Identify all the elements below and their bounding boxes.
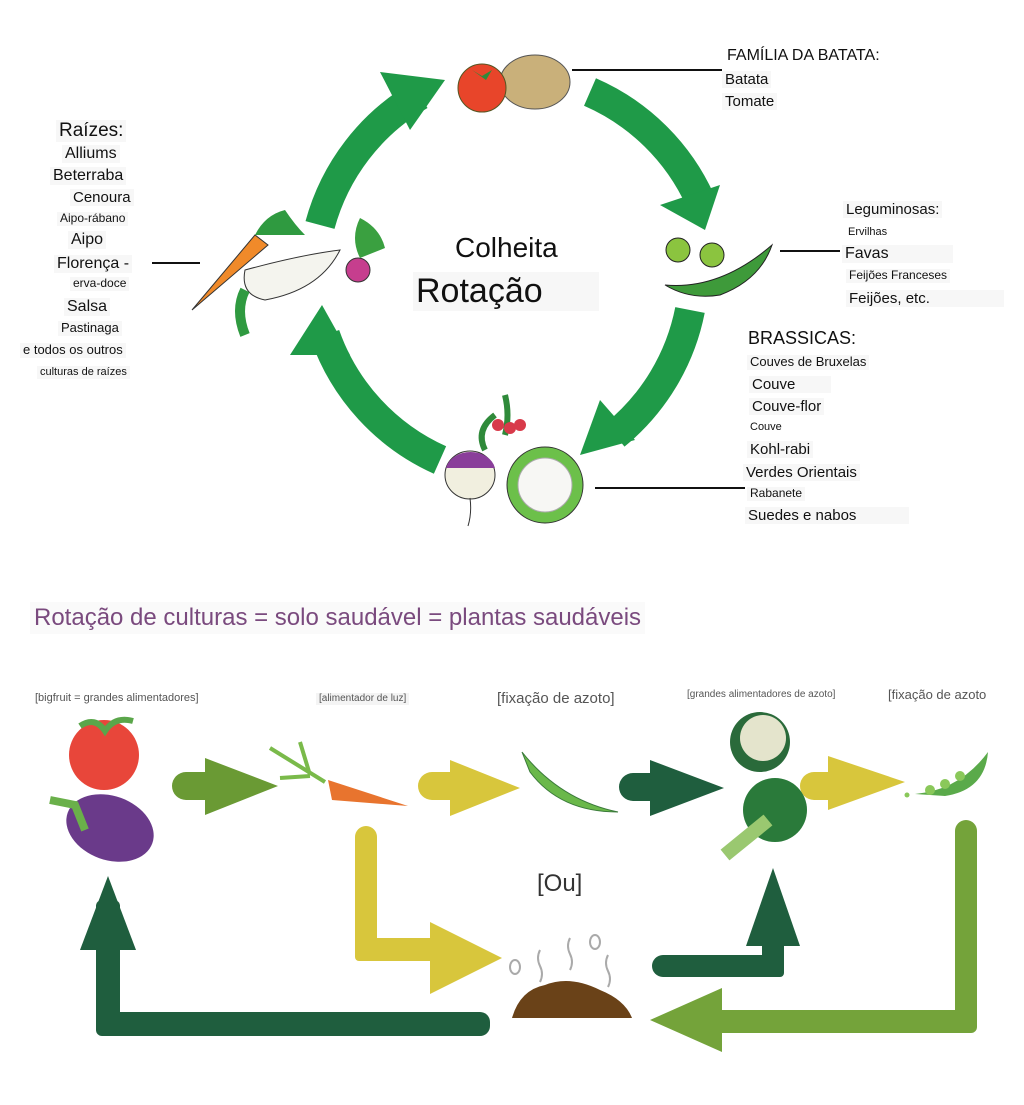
tomato-potato-icon [457, 54, 571, 113]
roots-item: Florença - [54, 255, 133, 274]
legumes-item: Feijões, etc. [846, 290, 1004, 308]
cycle-arrow-top-right [583, 78, 714, 207]
cycle-center-rotation: Rotação [413, 272, 599, 312]
brassicas-item: Couve [749, 376, 831, 394]
cycle-arrowhead-left [290, 305, 350, 355]
flow-caption-nitrogen-fixing: [fixação de azoto] [497, 690, 615, 707]
roots-item: Aipo [68, 231, 107, 250]
flow-caption-nitrogen-feeders: [grandes alimentadores de azoto] [687, 689, 836, 700]
potato-item: Batata [722, 71, 772, 89]
potato-heading: FAMÍLIA DA BATATA: [727, 47, 880, 64]
roots-item: Aipo-rábano [57, 211, 129, 226]
roots-item: erva-doce [70, 276, 130, 291]
flow-or-label: [Ou] [537, 870, 583, 897]
brassicas-item: Verdes Orientais [743, 464, 860, 482]
flow-banner-title: Rotação de culturas = solo saudável = pl… [30, 602, 646, 634]
cycle-arrowhead-right [660, 185, 720, 230]
cycle-arrowhead-top [380, 72, 445, 130]
roots-item: Alliums [62, 145, 120, 164]
flow-caption-light-feeder: [alimentador de luz] [316, 693, 410, 705]
brassicas-heading: BRASSICAS: [748, 328, 857, 348]
cycle-center-harvest: Colheita [455, 232, 558, 263]
brassicas-item: Couve-flor [749, 398, 825, 416]
cycle-arrow-bottom-right [605, 306, 705, 447]
roots-item: Beterraba [50, 167, 127, 186]
brassicas-item: Suedes e nabos [745, 507, 909, 525]
carrot-parsnip-beet-icon [191, 210, 385, 337]
legumes-item: Feijões Franceses [846, 268, 951, 283]
roots-item: Pastinaga [58, 320, 122, 336]
turnip-cauliflower-icon [444, 394, 584, 527]
legumes-item: Ervilhas [848, 226, 888, 238]
legumes-heading: Leguminosas: [843, 201, 943, 219]
legumes-item: Favas [842, 245, 953, 264]
potato-item: Tomate [722, 93, 778, 111]
roots-item: culturas de raízes [37, 366, 130, 379]
brassicas-item: Kohl-rabi [747, 441, 814, 459]
brassicas-item: Rabanete [747, 486, 806, 501]
brassicas-item: Couves de Bruxelas [747, 354, 870, 370]
cycle-arrowhead-bottom [580, 400, 635, 455]
roots-item: e todos os outros [20, 342, 126, 358]
flow-caption-nitrogen-fixing-2: [fixação de azoto [888, 687, 987, 702]
flow-caption-big-feeders: [bigfruit = grandes alimentadores] [35, 692, 199, 704]
roots-heading: Raízes: [56, 120, 127, 142]
peas-icon [664, 237, 774, 297]
roots-item: Salsa [64, 298, 111, 317]
brassicas-item: Couve [750, 421, 782, 433]
roots-item: Cenoura [70, 189, 134, 207]
